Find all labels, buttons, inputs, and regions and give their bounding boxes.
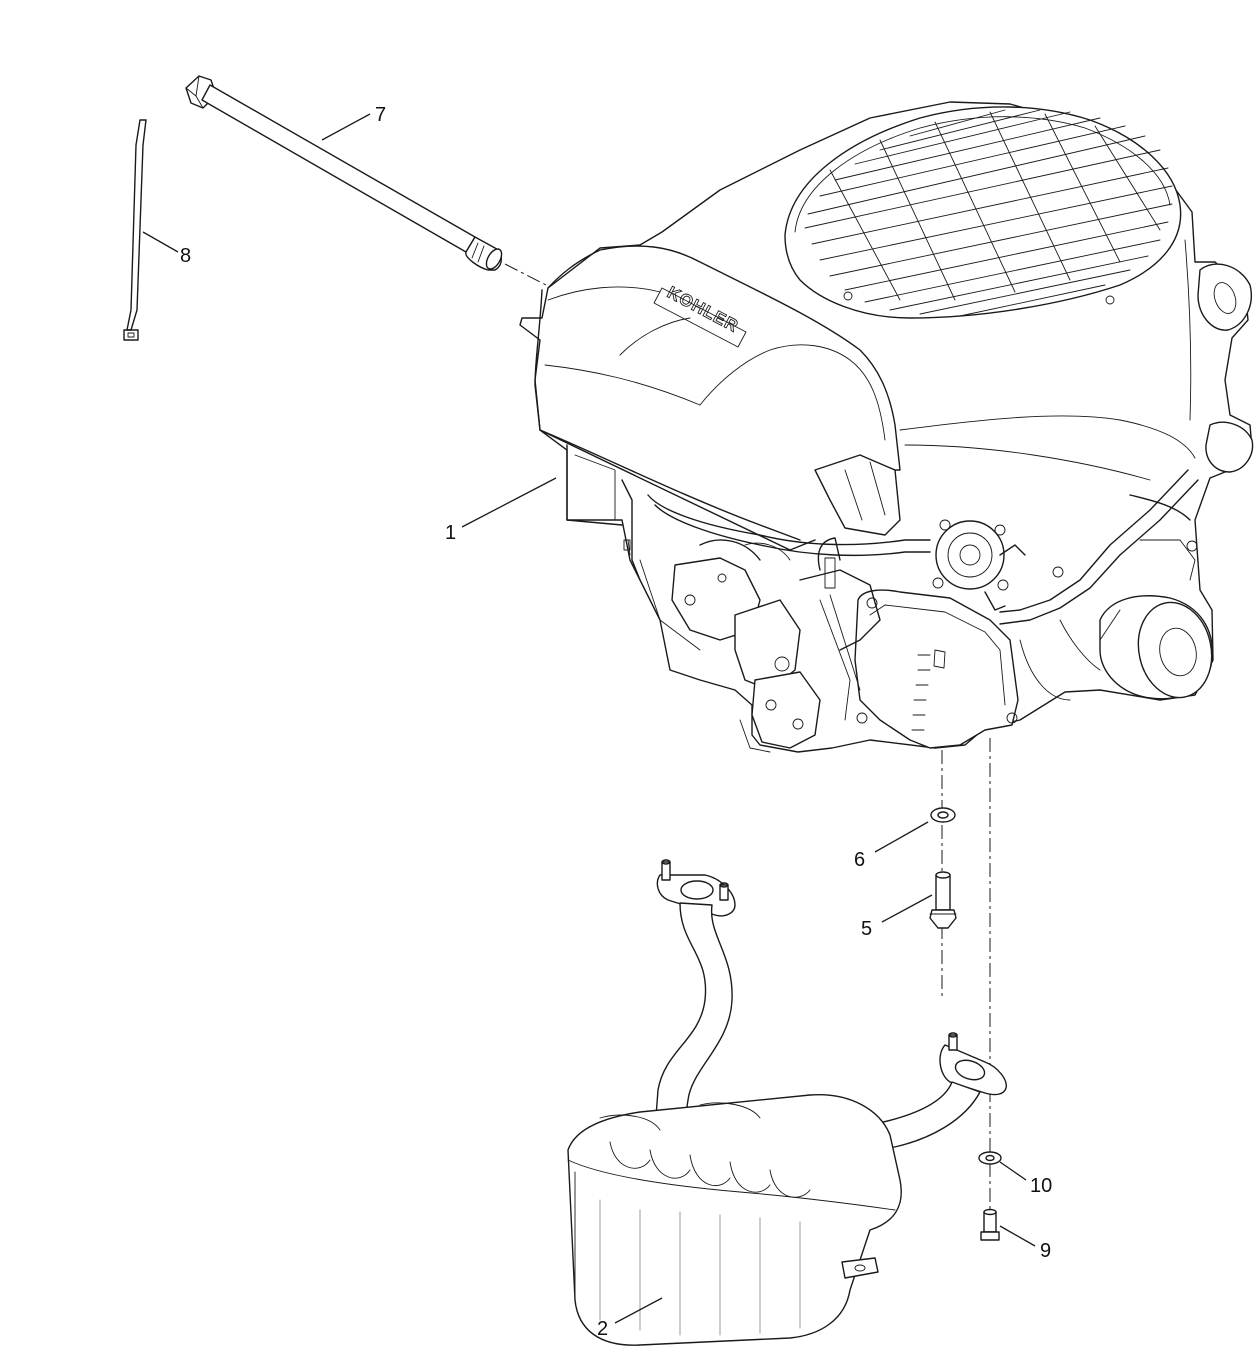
flywheel-screen <box>784 106 1182 319</box>
callout-8: 8 <box>180 245 191 267</box>
muffler-part <box>567 859 1007 1346</box>
fuel-pump <box>932 519 1026 611</box>
leader-10 <box>999 1161 1027 1181</box>
callout-7: 7 <box>375 104 386 126</box>
oil-filter <box>1099 595 1214 700</box>
leader-2 <box>614 1297 663 1324</box>
leader-5 <box>881 894 933 923</box>
washer-part-10 <box>978 1151 1002 1165</box>
washer-part-6 <box>930 807 956 823</box>
callout-6: 6 <box>854 849 865 871</box>
callout-10: 10 <box>1030 1175 1052 1197</box>
bolt-part-9 <box>980 1208 1000 1241</box>
leader-1 <box>461 477 557 528</box>
callout-2: 2 <box>597 1318 608 1340</box>
hose-part <box>185 75 549 287</box>
engine-part: KOHLER <box>519 101 1254 753</box>
leader-6 <box>874 821 929 853</box>
leader-9 <box>999 1225 1036 1247</box>
cable-tie-part <box>123 119 147 341</box>
bolt-part-5 <box>929 871 957 929</box>
valve-cover <box>854 589 1019 749</box>
callout-1: 1 <box>445 522 456 544</box>
leader-8 <box>142 231 179 253</box>
carburetor-linkage <box>639 537 881 753</box>
callout-9: 9 <box>1040 1240 1051 1262</box>
callout-5: 5 <box>861 918 872 940</box>
leader-7 <box>321 113 371 141</box>
